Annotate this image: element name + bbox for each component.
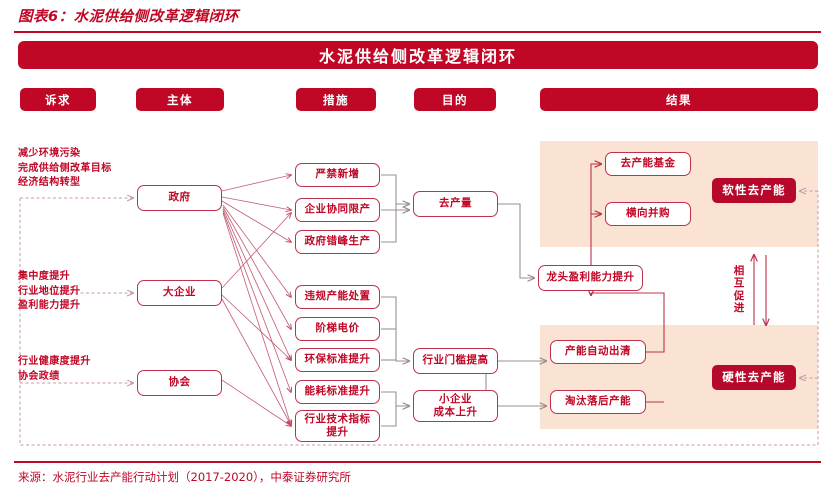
banner-title: 水泥供给侧改革逻辑闭环 bbox=[18, 41, 818, 69]
purpose-node-1[interactable]: 去产量 bbox=[413, 191, 498, 217]
category-tab-2[interactable]: 主体 bbox=[136, 88, 224, 111]
demand-text-1: 减少环境污染 完成供给侧改革目标 经济结构转型 bbox=[18, 148, 112, 188]
result-node-1[interactable]: 去产能基金 bbox=[605, 152, 691, 176]
mutual-promotion-label: 相 互 促 进 bbox=[733, 265, 745, 315]
subject-node-2[interactable]: 大企业 bbox=[137, 280, 222, 306]
category-tab-1[interactable]: 诉求 bbox=[20, 88, 96, 111]
demand-text-2: 集中度提升 行业地位提升 盈利能力提升 bbox=[18, 271, 81, 311]
result-node-5[interactable]: 产能自动出清 bbox=[550, 340, 646, 364]
category-tab-3[interactable]: 措施 bbox=[296, 88, 376, 111]
result-node-3[interactable]: 软性去产能 bbox=[712, 178, 796, 203]
footer-divider bbox=[14, 461, 821, 463]
measure-bottom-node-2[interactable]: 阶梯电价 bbox=[295, 317, 380, 341]
category-tab-4[interactable]: 目的 bbox=[414, 88, 496, 111]
title-divider bbox=[14, 31, 821, 33]
subject-node-1[interactable]: 政府 bbox=[137, 185, 222, 211]
result-node-6[interactable]: 淘汰落后产能 bbox=[550, 390, 646, 414]
result-node-7[interactable]: 硬性去产能 bbox=[712, 365, 796, 390]
figure-title: 图表6：水泥供给侧改革逻辑闭环 bbox=[18, 9, 239, 25]
subject-node-3[interactable]: 协会 bbox=[137, 370, 222, 396]
measure-bottom-node-4[interactable]: 能耗标准提升 bbox=[295, 380, 380, 404]
measure-top-node-3[interactable]: 政府错峰生产 bbox=[295, 230, 380, 254]
measure-bottom-node-1[interactable]: 违规产能处置 bbox=[295, 285, 380, 309]
connector-layer bbox=[19, 125, 819, 446]
demand-text-3: 行业健康度提升 协会政绩 bbox=[18, 356, 91, 382]
measure-bottom-node-3[interactable]: 环保标准提升 bbox=[295, 348, 380, 372]
measure-top-node-1[interactable]: 严禁新增 bbox=[295, 163, 380, 187]
purpose-node-2[interactable]: 行业门槛提高 bbox=[413, 348, 498, 374]
measure-top-node-2[interactable]: 企业协同限产 bbox=[295, 198, 380, 222]
result-node-2[interactable]: 横向并购 bbox=[605, 202, 691, 226]
purpose-node-3[interactable]: 小企业 成本上升 bbox=[413, 390, 498, 422]
source-note: 来源：水泥行业去产能行动计划（2017-2020），中泰证券研究所 bbox=[18, 470, 351, 484]
category-tab-5[interactable]: 结果 bbox=[540, 88, 818, 111]
result-node-4[interactable]: 龙头盈利能力提升 bbox=[538, 265, 643, 291]
measure-bottom-node-5[interactable]: 行业技术指标 提升 bbox=[295, 410, 380, 442]
diagram-canvas: 政府大企业协会 严禁新增企业协同限产政府错峰生产违规产能处置阶梯电价环保标准提升能… bbox=[0, 125, 835, 457]
